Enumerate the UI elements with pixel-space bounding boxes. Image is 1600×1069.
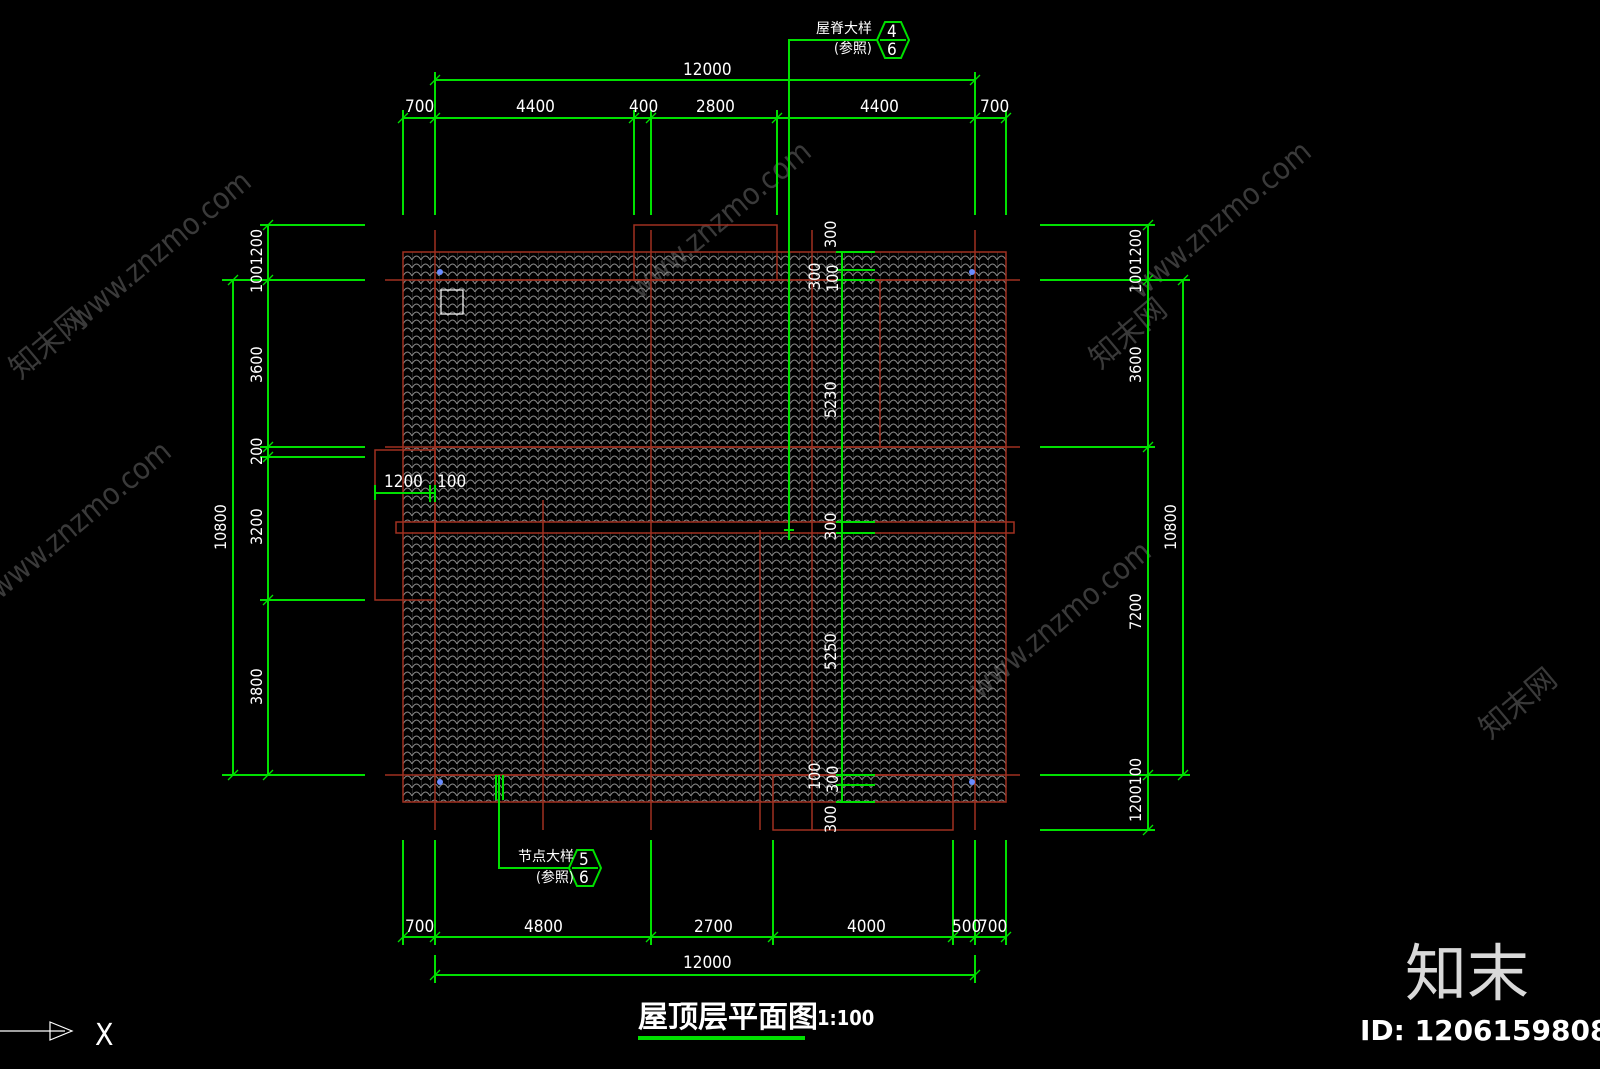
dim-bottom-seg-2: 4800 — [524, 917, 563, 937]
callout-1-sheet: 6 — [887, 40, 897, 60]
asset-id: ID: 1206159808 — [1360, 1014, 1600, 1047]
callout-ridge-detail: 屋脊大样 (参照) 4 6 — [784, 21, 911, 540]
callout-1-sub: (参照) — [834, 40, 872, 57]
dim-inner-7: 100 — [805, 763, 824, 790]
dim-left-seg-1: 1001200 — [247, 229, 266, 293]
dim-bottom-seg-6: 700 — [978, 917, 1007, 937]
dim-top-seg-1: 700 — [405, 97, 434, 117]
side-note-100: 100 — [437, 472, 466, 492]
dim-left-seg-3: 200 — [247, 438, 266, 465]
side-note: 1200 100 — [374, 472, 466, 502]
watermark-text: www.znzmo.com — [0, 434, 178, 606]
roof-outline — [402, 251, 1007, 803]
dim-top-total: 12000 — [683, 60, 732, 80]
dim-right-seg-3: 7200 — [1126, 593, 1145, 630]
dim-bottom-seg-4: 4000 — [847, 917, 886, 937]
dim-right-seg-1: 1001200 — [1126, 229, 1145, 293]
side-note-1200: 1200 — [384, 472, 423, 492]
dim-inner-6: 5250 — [821, 633, 840, 670]
roof-tile-area-lower — [403, 532, 1006, 802]
axis-x-label: X — [95, 1018, 114, 1053]
dim-right-total: 10800 — [1161, 504, 1180, 550]
dim-right-seg-4: 1200100 — [1126, 758, 1145, 822]
dim-right-seg-2: 3600 — [1126, 346, 1145, 383]
drawing-title: 屋顶层平面图 — [638, 1000, 818, 1035]
watermark-brand: 知末网 — [1473, 661, 1564, 746]
callout-2-sheet: 6 — [579, 868, 589, 888]
dim-inner-4: 5230 — [821, 381, 840, 418]
bottom-dimensions: 700 4800 2700 4000 500 700 12000 — [397, 840, 1012, 983]
brand-logo: 知末 — [1405, 937, 1529, 1010]
dim-left-seg-5: 3800 — [247, 668, 266, 705]
dim-bottom-seg-5: 500 — [952, 917, 981, 937]
ridge-beam — [395, 521, 1015, 534]
right-dimensions: 1001200 3600 7200 1200100 10800 — [1040, 219, 1190, 836]
dim-top-seg-2: 4400 — [516, 97, 555, 117]
callout-2-sub: (参照) — [536, 869, 574, 886]
dim-left-total: 10800 — [211, 504, 230, 550]
drawing-title-block: 屋顶层平面图 1:100 — [638, 1000, 874, 1040]
roof-plan — [374, 224, 1020, 831]
dim-bottom-total: 12000 — [683, 953, 732, 973]
callout-2-title: 节点大样 — [518, 849, 574, 865]
callout-2-num: 5 — [579, 850, 589, 870]
watermark-text: www.znzmo.com — [63, 164, 259, 336]
dim-inner-8: 300 — [823, 766, 842, 793]
dim-left-seg-2: 3600 — [247, 346, 266, 383]
callout-1-num: 4 — [887, 22, 897, 42]
dim-top-seg-5: 4400 — [860, 97, 899, 117]
dim-inner-3: 100 — [823, 265, 842, 292]
dim-bottom-seg-1: 700 — [405, 917, 434, 937]
dim-top-seg-3: 400 — [629, 97, 658, 117]
dim-inner-1: 300 — [821, 221, 840, 248]
dim-bottom-seg-3: 2700 — [694, 917, 733, 937]
roof-tile-area-upper — [403, 252, 1006, 522]
ucs-axis-indicator: X — [0, 1018, 114, 1053]
dim-top-seg-6: 700 — [980, 97, 1009, 117]
callout-node-detail: 节点大样 (参照) 5 6 — [495, 775, 603, 888]
dim-left-seg-4: 3200 — [247, 508, 266, 545]
top-dimensions: 12000 700 4400 400 2800 4400 700 — [397, 60, 1012, 215]
roof-hatch — [440, 289, 464, 315]
left-dimensions: 10800 1001200 3600 200 3200 3800 — [211, 219, 365, 781]
watermark-brand: 知末网 — [3, 301, 94, 386]
dim-top-seg-4: 2800 — [696, 97, 735, 117]
dim-inner-9: 300 — [821, 806, 840, 833]
grid-axes — [385, 230, 1020, 830]
callout-1-title: 屋脊大样 — [816, 21, 872, 37]
dim-inner-5: 300 — [821, 513, 840, 540]
inner-dimensions: 300 300 100 5230 300 5250 100 300 300 — [805, 221, 875, 833]
drawing-scale: 1:100 — [817, 1006, 874, 1030]
dim-inner-2: 300 — [805, 263, 824, 290]
